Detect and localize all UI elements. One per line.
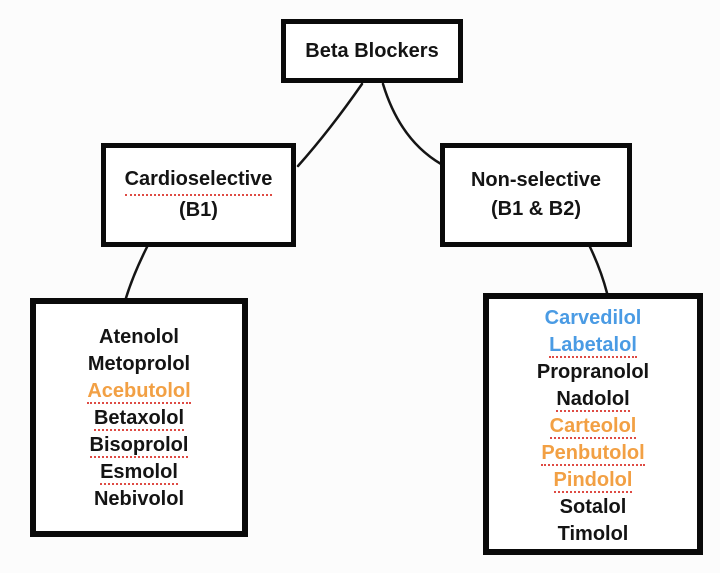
drug-name: Propranolol	[537, 359, 649, 386]
drug-label: Timolol	[557, 523, 629, 545]
drug-label: Sotalol	[559, 496, 627, 518]
drug-name: Bisoprolol	[89, 432, 189, 459]
drug-name: Atenolol	[99, 324, 179, 351]
drug-label: Carteolol	[549, 415, 637, 439]
drug-label: Pindolol	[553, 469, 633, 493]
drug-name: Esmolol	[100, 459, 178, 486]
drug-name: Labetalol	[549, 332, 637, 359]
drug-name: Betaxolol	[93, 405, 185, 432]
drug-label: Carvedilol	[544, 307, 642, 329]
drug-label: Bisoprolol	[89, 434, 189, 458]
drug-name: Metoprolol	[88, 351, 190, 378]
drug-label: Metoprolol	[87, 353, 191, 375]
branch-box-cardioselective: Cardioselective (B1)	[101, 143, 296, 247]
connector-cardioselective-to-drugs	[124, 245, 149, 300]
branch-nonselective-title: Non-selective	[470, 169, 602, 191]
connector-nonselective-to-drugs	[588, 245, 609, 295]
drug-label: Propranolol	[536, 361, 650, 383]
drug-label: Penbutolol	[541, 442, 645, 466]
drug-label: Labetalol	[549, 334, 637, 358]
branch-cardioselective-title: Cardioselective	[124, 165, 273, 196]
drug-name: Pindolol	[553, 467, 633, 494]
drug-name: Nebivolol	[94, 486, 184, 513]
drug-name: Timolol	[558, 521, 629, 548]
drug-label: Nadolol	[556, 388, 630, 412]
drug-name: Acebutolol	[87, 378, 191, 405]
drug-label: Atenolol	[99, 326, 179, 348]
drug-label: Esmolol	[100, 461, 178, 485]
root-box-beta-blockers: Beta Blockers	[281, 19, 463, 83]
drug-name: Carvedilol	[545, 305, 642, 332]
connector-root-to-nonselective	[381, 82, 443, 166]
drug-label: Acebutolol	[87, 380, 191, 404]
drug-name: Nadolol	[556, 386, 630, 413]
connector-root-to-cardioselective	[296, 82, 364, 168]
drug-label: Nebivolol	[93, 488, 184, 510]
drug-name: Carteolol	[549, 413, 637, 440]
drug-label: Betaxolol	[93, 407, 185, 431]
branch-box-nonselective: Non-selective (B1 & B2)	[440, 143, 632, 247]
branch-nonselective-subtitle: (B1 & B2)	[490, 198, 581, 220]
root-label: Beta Blockers	[305, 39, 439, 62]
branch-cardioselective-subtitle: (B1)	[179, 199, 218, 221]
drug-name: Penbutolol	[541, 440, 645, 467]
drug-name: Sotalol	[560, 494, 627, 521]
